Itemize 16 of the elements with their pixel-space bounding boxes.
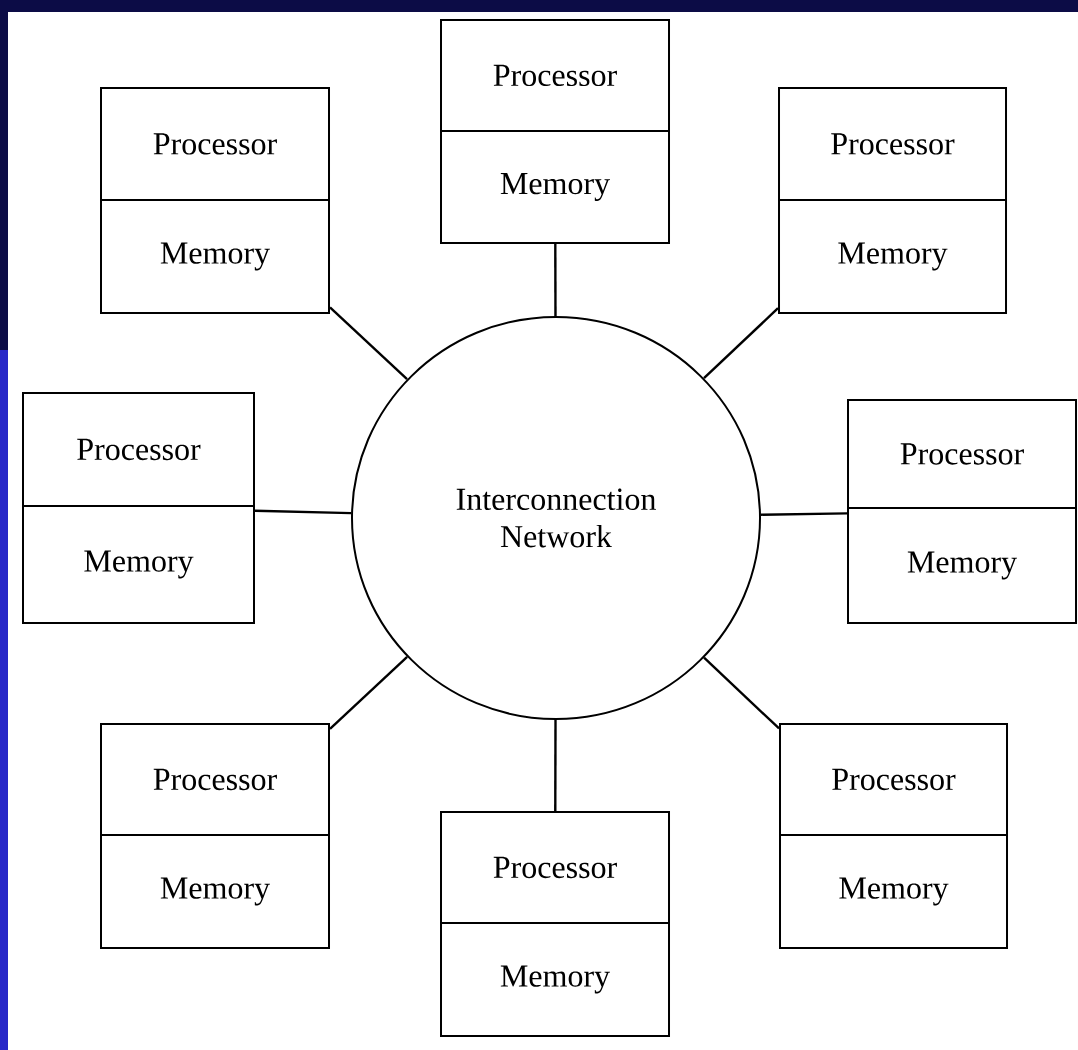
connector-line — [703, 656, 780, 730]
connector-line — [255, 509, 352, 515]
processor-memory-box: Processor Memory — [778, 87, 1007, 314]
connector-line — [329, 306, 408, 381]
connector-line — [760, 512, 848, 516]
processor-memory-box: Processor Memory — [100, 723, 330, 949]
connector-line — [554, 244, 557, 316]
connector-line — [554, 720, 557, 811]
processor-memory-box: Processor Memory — [440, 811, 670, 1037]
connector-line — [329, 656, 408, 730]
processor-memory-box: Processor Memory — [779, 723, 1008, 949]
processor-memory-box: Processor Memory — [847, 399, 1077, 624]
processor-memory-box: Processor Memory — [440, 19, 670, 244]
processor-memory-box: Processor Memory — [100, 87, 330, 314]
processor-memory-box: Processor Memory — [22, 392, 255, 624]
connector-line — [703, 307, 779, 380]
